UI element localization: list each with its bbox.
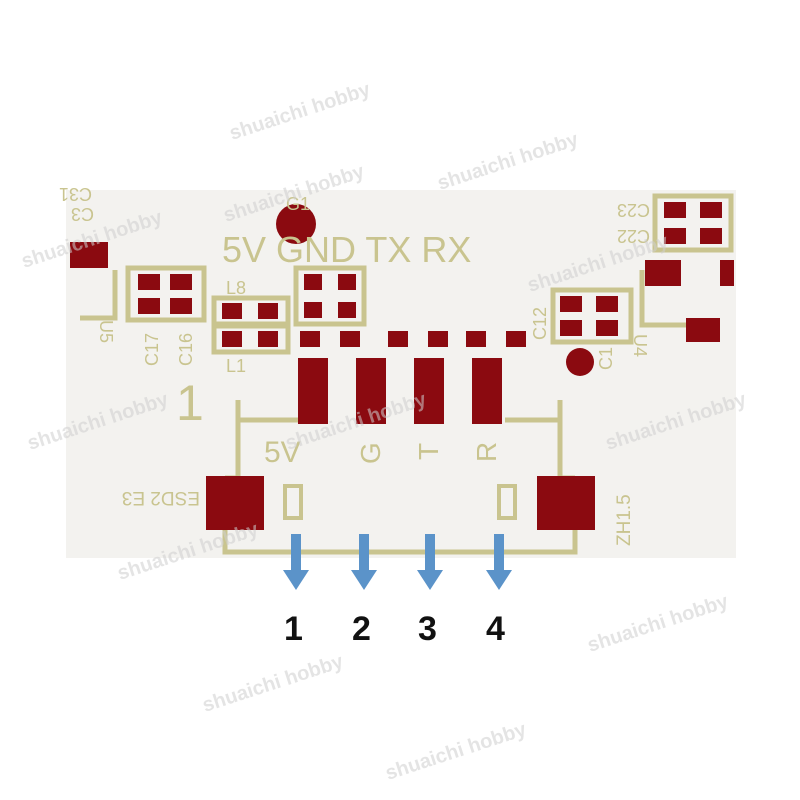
g1-label: G1 [286,194,310,214]
connector-pad-r [472,358,502,424]
pin-number-4: 4 [486,610,505,648]
pin-number-1: 1 [284,610,303,648]
pin-arrows [283,534,512,590]
g1-round-pad [276,204,316,244]
l1-pad-a [222,331,242,347]
u4-label: U4 [630,334,650,357]
top-signal-labels: 5V GND TX RX [222,229,471,270]
pin1-marker: 1 [176,375,204,431]
pin-arrow-4 [486,534,512,590]
l8-label: L8 [226,278,246,298]
zh-label: ZH1.5 [614,494,635,546]
watermark-12: shuaichi hobby [383,718,530,785]
c31-label: C31 [59,184,92,204]
c17-label: C17 [142,333,162,366]
c16-label: C16 [176,333,196,366]
l1-pad-b [258,331,278,347]
pin-arrow-2 [351,534,377,590]
u4-pad-a [645,260,681,286]
center-cap-frame [293,265,367,327]
u4-pad-b [720,260,734,286]
l8-pad-a [222,303,242,319]
l8-pad-b [258,303,278,319]
center-cap-pad-b [338,274,356,290]
silkscreen-outlines [80,193,734,555]
pin-numbers: 1 2 3 4 [284,610,505,648]
left-small-pad-outline [283,484,303,520]
watermark-1: shuaichi hobby [227,78,374,145]
row-pad-3 [388,331,408,347]
c1-label: C1 [596,347,616,370]
pin-number-3: 3 [418,610,437,648]
mount-pad-left [206,476,264,530]
c22-pad-b [700,228,722,244]
pad-label-g: G [355,442,386,464]
u4-outline [639,270,690,328]
pad-label-t: T [413,443,444,460]
center-cap-pad-c [304,302,322,318]
u4-pad-c [686,318,720,342]
c1-round-pad [566,348,594,376]
connector-pad-g [356,358,386,424]
watermark-11: shuaichi hobby [200,650,347,717]
center-cap-pad-d [338,302,356,318]
u5-pad [70,242,108,268]
c22-label: C22 [617,226,650,246]
mount-pad-right [537,476,595,530]
c3-label: C3 [71,204,94,224]
c16-pad-a [138,298,160,314]
connector-pad-t [414,358,444,424]
esd-label: ESD2 E3 [122,487,200,508]
l1-frame [211,323,291,355]
l1-label: L1 [226,356,246,376]
pin-arrow-3 [417,534,443,590]
connector-pad-5v [298,358,328,424]
c23-pad-a [664,202,686,218]
pin-arrow-1 [283,534,309,590]
pad-label-5v: 5V [264,436,301,469]
center-cap-pad-a [304,274,322,290]
u5-outline [80,270,118,321]
right-small-pad-outline [497,484,517,520]
c12-pad-d [596,320,618,336]
row-pad-2 [340,331,360,347]
c22-pad-a [664,228,686,244]
c17-pad-a [138,274,160,290]
c12-pad-c [560,320,582,336]
copper-pads [70,202,734,530]
row-pad-5 [466,331,486,347]
c16-pad-b [170,298,192,314]
c12-frame [550,287,634,345]
c23-c22-frame [652,193,734,253]
c12-label: C12 [530,307,550,340]
pad-label-r: R [471,442,502,462]
row-pad-4 [428,331,448,347]
c23-label: C23 [617,200,650,220]
c23-pad-b [700,202,722,218]
u5-label: U5 [96,320,116,343]
c17-c16-frame [125,265,207,323]
row-pad-6 [506,331,526,347]
c12-pad-b [596,296,618,312]
watermark-10: shuaichi hobby [585,590,732,657]
row-pad-1 [300,331,320,347]
watermark-2: shuaichi hobby [435,128,582,195]
c12-pad-a [560,296,582,312]
silkscreen-text: 5V GND TX RX G1 C31 C3 U5 C17 C16 L8 L1 … [59,184,650,546]
connector-outline-bottom [222,528,578,555]
board-area [66,190,736,558]
c17-pad-b [170,274,192,290]
pin-number-2: 2 [352,610,371,648]
